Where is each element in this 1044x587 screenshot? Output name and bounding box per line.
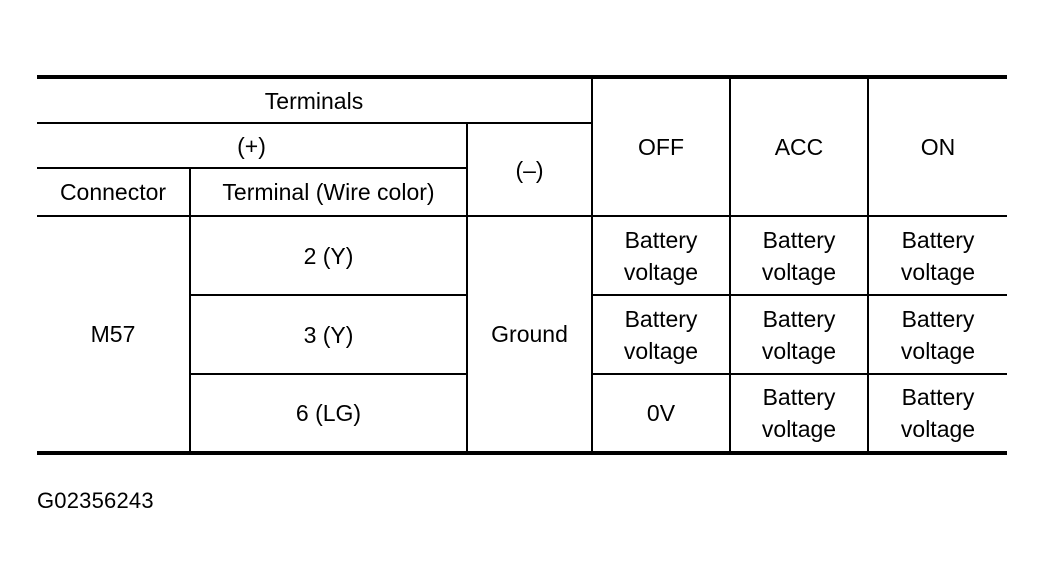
acc-cell: Battery voltage <box>729 215 869 296</box>
terminal-wire-header: Terminal (Wire color) <box>189 167 468 217</box>
on-cell: Battery voltage <box>867 373 1007 455</box>
off-cell: Battery voltage <box>591 294 731 375</box>
connector-header: Connector <box>37 167 191 217</box>
terminals-header: Terminals <box>37 75 593 124</box>
off-cell-line: Battery <box>624 305 698 332</box>
acc-cell: Battery voltage <box>729 373 869 455</box>
acc-cell-line: Battery <box>762 384 836 410</box>
terminal-cell: 6 (LG) <box>190 373 468 455</box>
table-row: M57 2 (Y) Ground Battery voltage Battery v… <box>37 215 1007 455</box>
off-cell: 0V <box>591 373 731 455</box>
minus-header: (–) <box>466 122 593 217</box>
on-header: ON <box>867 75 1007 217</box>
on-cell: Battery voltage <box>867 294 1007 375</box>
acc-header: ACC <box>729 75 869 217</box>
terminal-cell: 3 (Y) <box>190 294 468 375</box>
off-header: OFF <box>591 75 731 217</box>
acc-cell: Battery voltage <box>729 294 869 375</box>
on-cell-line: Battery <box>901 226 975 253</box>
acc-cell-line: voltage <box>761 258 837 285</box>
acc-cell-line: voltage <box>761 337 837 364</box>
terminal-voltage-table: Terminals OFF ACC ON (+) (–) Connector T… <box>37 75 1007 455</box>
plus-header: (+) <box>37 122 468 169</box>
acc-cell-line: Battery <box>762 305 836 332</box>
terminal-cell: 2 (Y) <box>189 215 468 296</box>
table-row: 3 (Y) Battery voltage Battery voltage Batt… <box>37 294 1007 375</box>
off-cell: Battery voltage <box>591 215 731 296</box>
acc-cell-line: voltage <box>761 416 837 442</box>
off-cell-line: 0V <box>646 400 676 426</box>
connector-cell: M57 <box>37 215 191 455</box>
figure-code: G02356243 <box>37 488 154 513</box>
acc-cell-line: Battery <box>762 226 836 253</box>
on-cell-line: voltage <box>900 337 976 364</box>
on-cell-line: voltage <box>900 416 976 442</box>
on-cell: Battery voltage <box>867 215 1007 296</box>
off-cell-line: Battery <box>624 226 698 253</box>
on-cell-line: voltage <box>900 258 976 285</box>
on-cell-line: Battery <box>901 305 975 332</box>
table-row: 6 (LG) 0V Battery voltage Battery voltage <box>37 373 1007 455</box>
off-cell-line: voltage <box>623 337 699 364</box>
off-cell-line: voltage <box>623 258 699 285</box>
on-cell-line: Battery <box>901 384 975 410</box>
ground-cell: Ground <box>466 215 593 455</box>
